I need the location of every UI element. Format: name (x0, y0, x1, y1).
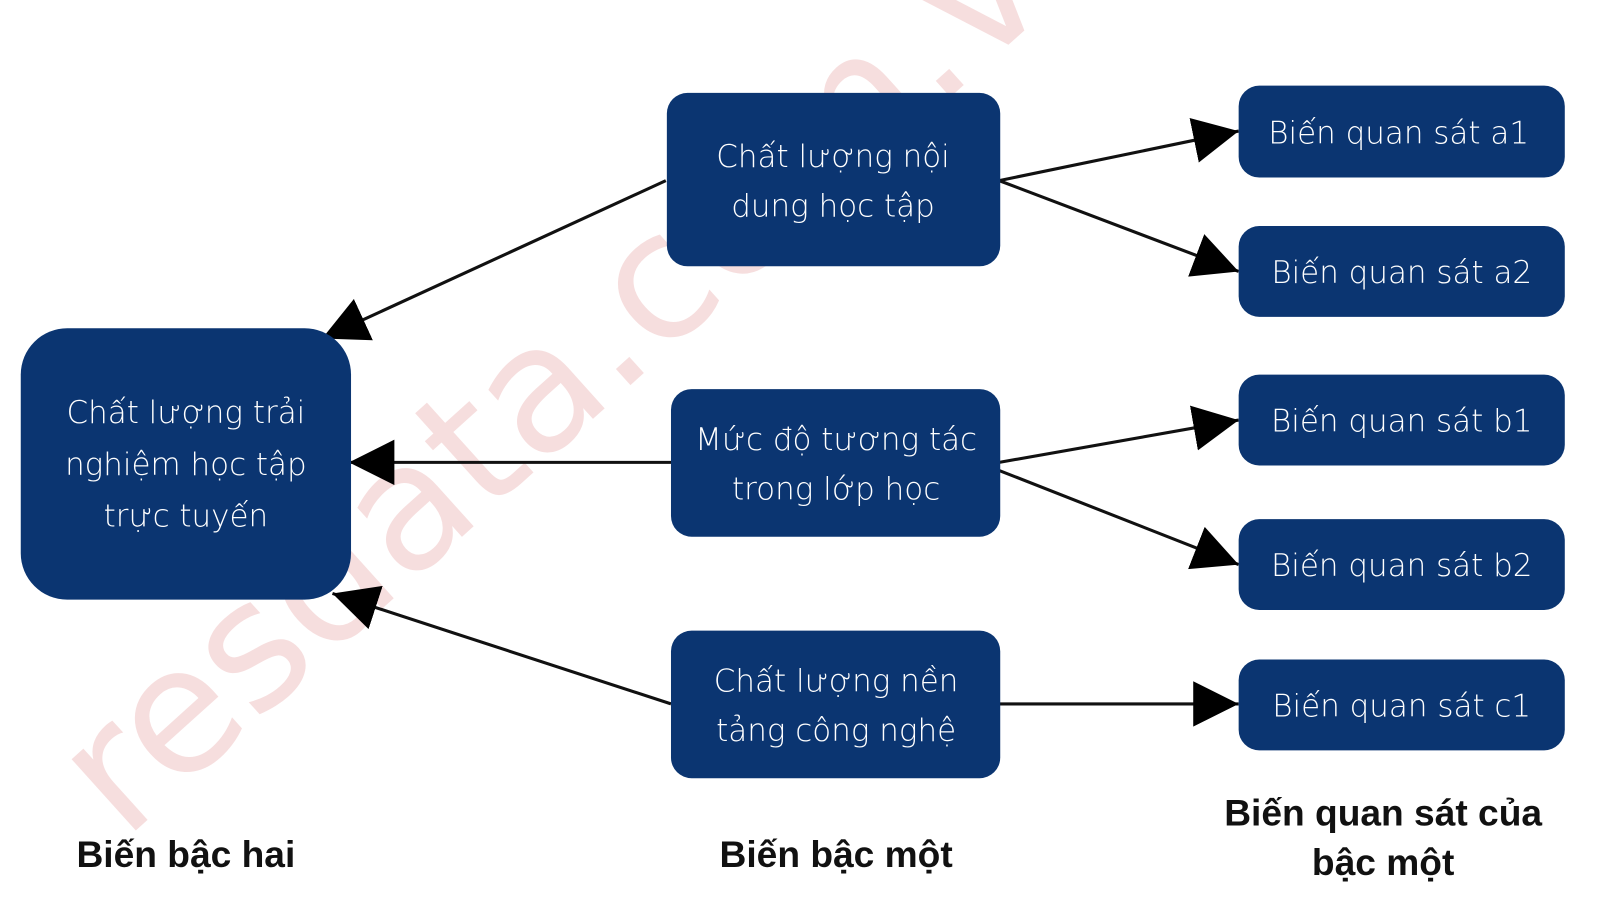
node-platform-quality: Chất lượng nền tảng công nghệ (670, 630, 1001, 779)
node-observed-b2: Biến quan sát b2 (1238, 519, 1565, 610)
node-observed-b1: Biến quan sát b1 (1238, 374, 1565, 466)
edge-platform-to-experience (331, 585, 672, 706)
svg-text:Biến quan sát a1: Biến quan sát a1 (1268, 115, 1529, 151)
node-observed-c1: Biến quan sát c1 (1238, 659, 1565, 751)
label-first-order: Biến bậc một (720, 833, 953, 875)
edge-interaction-to-b1 (998, 405, 1239, 464)
edge-interaction-to-b2 (977, 460, 1240, 570)
edge-content-to-a2 (998, 179, 1240, 277)
svg-text:Biến quan sát a2: Biến quan sát a2 (1271, 255, 1532, 291)
node-observed-a2: Biến quan sát a2 (1238, 226, 1565, 317)
svg-text:Chất lượng trải: Chất lượng trải (67, 395, 306, 431)
svg-text:Chất lượng nội: Chất lượng nội (716, 139, 949, 175)
svg-text:Chất lượng nền: Chất lượng nền (714, 664, 959, 700)
svg-text:trong lớp học: trong lớp học (732, 472, 940, 508)
svg-text:dung học tập: dung học tập (731, 189, 934, 225)
node-class-interaction: Mức độ tương tác trong lớp học (670, 389, 1001, 537)
edge-content-to-experience (321, 179, 667, 341)
label-second-order: Biến bậc hai (76, 833, 295, 875)
svg-text:tảng công nghệ: tảng công nghệ (716, 713, 956, 749)
node-content-quality: Chất lượng nội dung học tập (666, 92, 1001, 267)
svg-text:trực tuyến: trực tuyến (104, 498, 269, 534)
label-observed-line2: bậc một (1312, 841, 1454, 883)
svg-text:Mức độ tương tác: Mức độ tương tác (695, 422, 977, 458)
svg-text:nghiệm học tập: nghiệm học tập (65, 447, 307, 483)
svg-text:Biến quan sát c1: Biến quan sát c1 (1272, 688, 1531, 724)
node-online-learning-experience: Chất lượng trải nghiệm học tập trực tuyế… (20, 328, 352, 600)
label-observed-line1: Biến quan sát của (1224, 792, 1542, 834)
svg-text:Biến quan sát b1: Biến quan sát b1 (1271, 403, 1532, 439)
node-observed-a1: Biến quan sát a1 (1238, 85, 1565, 178)
edge-content-to-a1 (998, 118, 1239, 183)
svg-text:Biến quan sát b2: Biến quan sát b2 (1271, 548, 1532, 584)
